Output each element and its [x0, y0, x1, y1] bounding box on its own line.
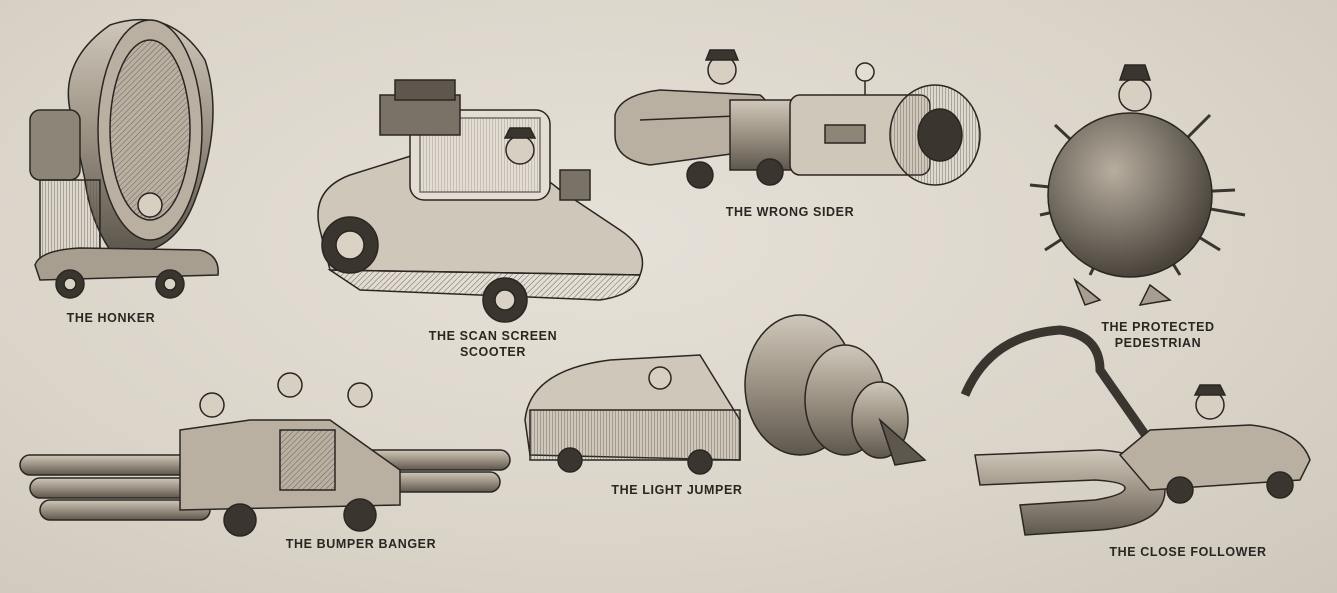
caption-text: THE LIGHT JUMPER: [611, 483, 743, 497]
caption-bumper-banger: THE BUMPER BANGER: [266, 536, 456, 552]
caption-line-1: THE SCAN SCREEN: [428, 329, 558, 343]
caption-text: THE CLOSE FOLLOWER: [1109, 545, 1267, 559]
protected-pedestrian-figure: [1029, 64, 1246, 306]
wrong-sider-vehicle: [614, 49, 981, 189]
caption-protected-pedestrian: THE PROTECTED PEDESTRIAN: [1083, 319, 1233, 351]
caption-light-jumper: THE LIGHT JUMPER: [592, 482, 762, 498]
caption-close-follower: THE CLOSE FOLLOWER: [1088, 544, 1288, 560]
light-jumper-vehicle: [524, 314, 927, 475]
caption-scan-screen-scooter: THE SCAN SCREEN SCOOTER: [418, 328, 568, 360]
caption-line-2: SCOOTER: [459, 345, 526, 359]
caption-text: THE BUMPER BANGER: [285, 537, 437, 551]
honker-vehicle: [29, 18, 219, 299]
caption-wrong-sider: THE WRONG SIDER: [710, 204, 870, 220]
scan-screen-scooter-vehicle: [317, 79, 644, 323]
caption-the-honker: THE HONKER: [56, 310, 166, 326]
caption-line-1: THE PROTECTED: [1101, 320, 1215, 334]
close-follower-vehicle: [960, 325, 1311, 536]
caption-line-2: PEDESTRIAN: [1114, 336, 1202, 350]
bumper-banger-vehicle: [19, 372, 511, 537]
caption-text: THE HONKER: [66, 311, 156, 325]
caption-text: THE WRONG SIDER: [725, 205, 855, 219]
